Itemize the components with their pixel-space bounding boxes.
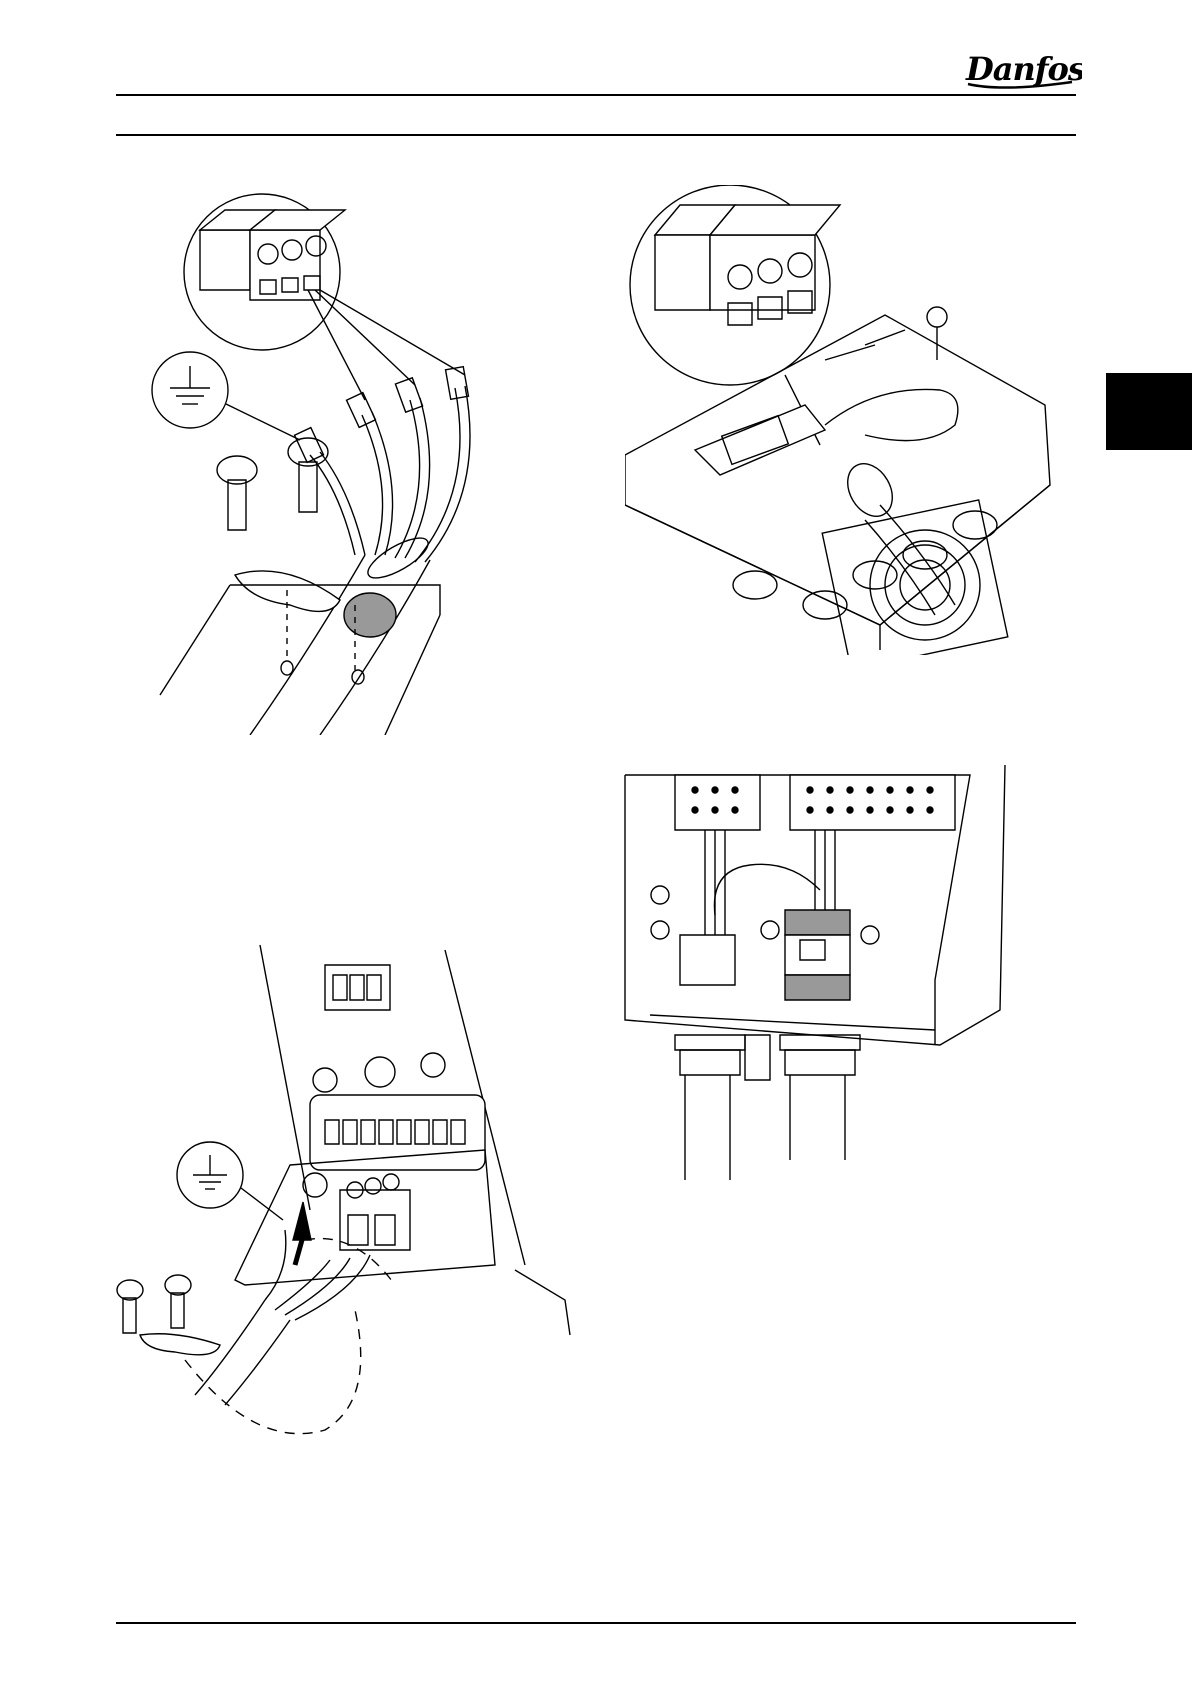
figure-enclosure-terminal-glands bbox=[620, 760, 1050, 1180]
danfoss-logo: Danfoss bbox=[962, 46, 1082, 94]
screw-icon bbox=[117, 1275, 191, 1333]
figure-mounting-plate-plug bbox=[115, 940, 575, 1455]
screw-icon bbox=[217, 438, 328, 530]
ground-symbol-icon bbox=[177, 1142, 243, 1208]
chapter-tab bbox=[1106, 373, 1192, 450]
ground-symbol-icon bbox=[152, 352, 228, 428]
header-rule-top bbox=[116, 94, 1076, 96]
arrow-up-icon bbox=[293, 1202, 311, 1265]
screw-icon bbox=[927, 307, 947, 360]
figure-enclosure-terminal-wiring bbox=[625, 185, 1080, 655]
header-rule-bottom bbox=[116, 134, 1076, 136]
footer-rule bbox=[116, 1622, 1076, 1624]
figure-terminal-plug-cable bbox=[140, 190, 500, 735]
